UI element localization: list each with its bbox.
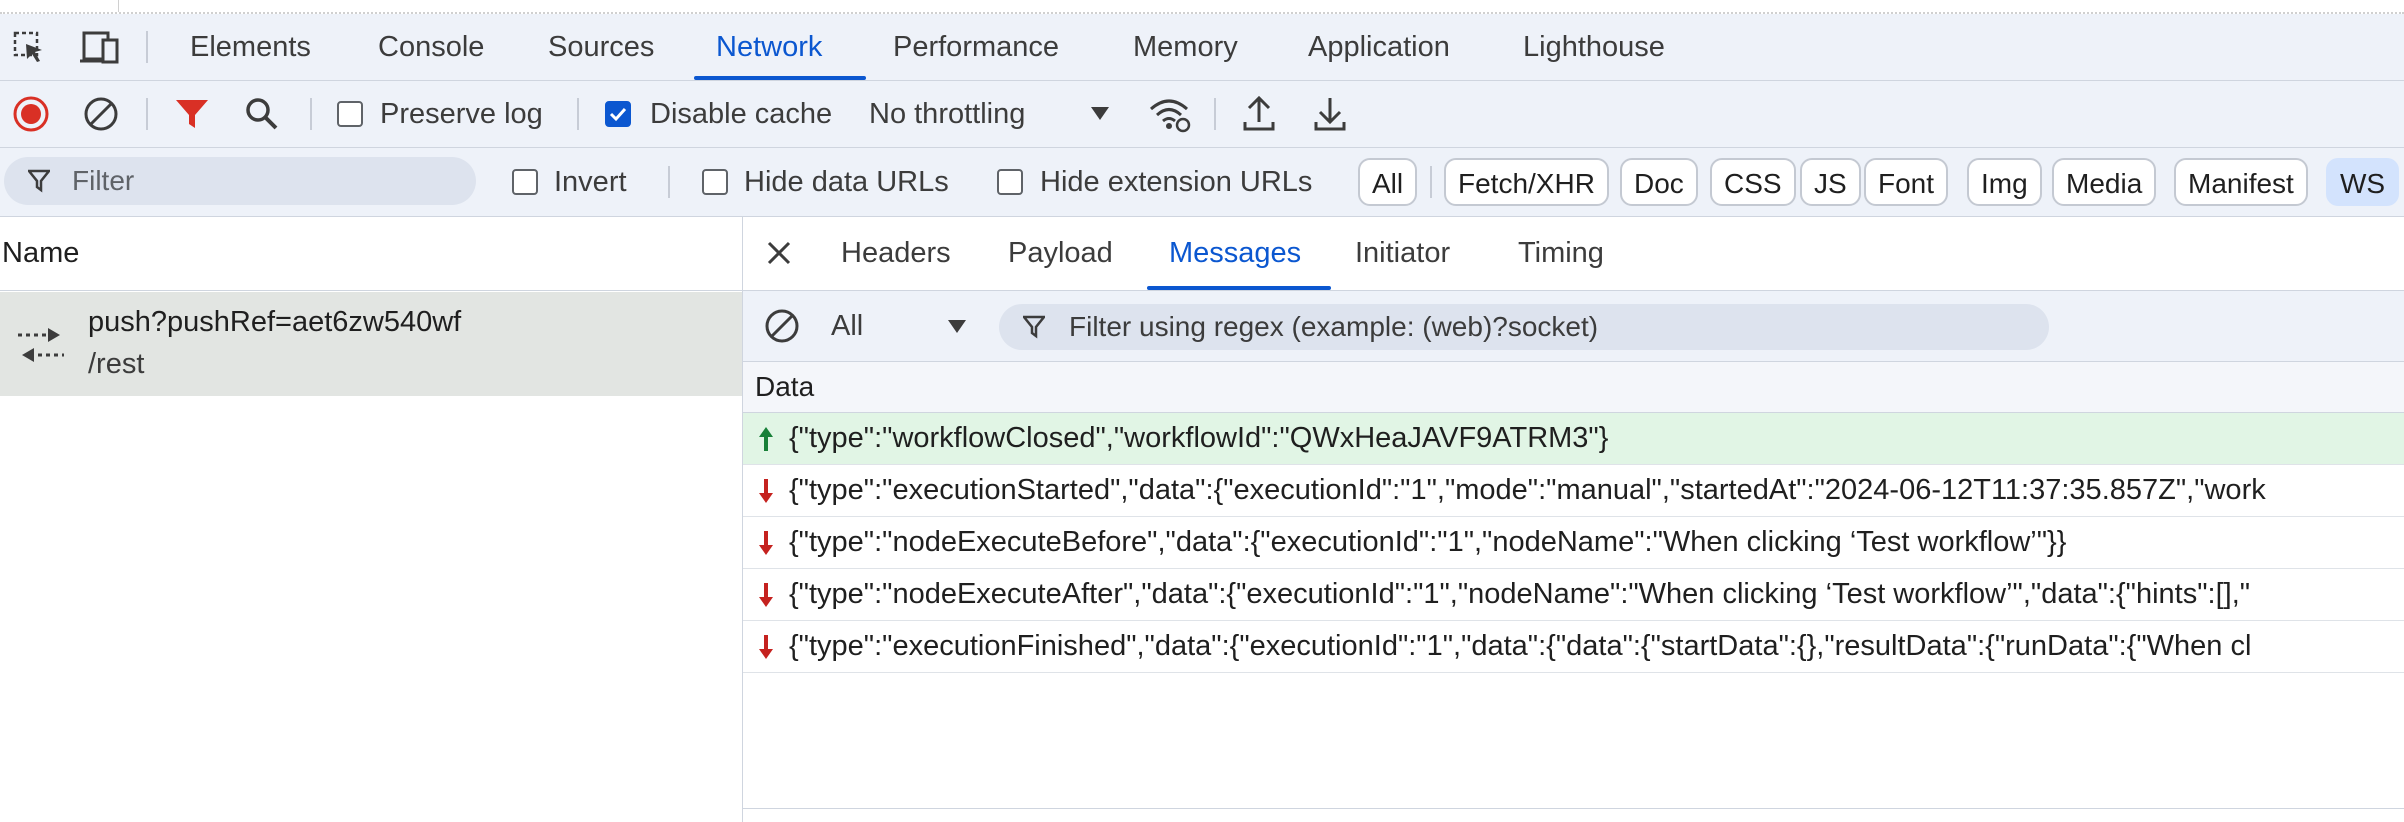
page-ruler [0, 0, 2404, 14]
message-data: {"type":"nodeExecuteAfter","data":{"exec… [789, 578, 2251, 610]
panel-divider[interactable] [742, 217, 743, 822]
websocket-icon [14, 322, 68, 368]
hide-data-urls-label: Hide data URLs [744, 166, 949, 198]
name-header-label: Name [2, 237, 80, 269]
inspect-element-icon[interactable] [12, 30, 48, 66]
disable-cache-checkbox[interactable] [605, 101, 631, 127]
close-icon[interactable] [765, 239, 793, 267]
data-header-label: Data [755, 371, 815, 402]
tab-bar-separator [146, 31, 148, 63]
tab-elements[interactable]: Elements [190, 31, 311, 63]
toolbar-separator [310, 98, 312, 130]
filter-placeholder: Filter [72, 165, 135, 196]
message-filter-bar: All Filter using regex (example: (web)?s… [743, 291, 2404, 362]
tab-lighthouse[interactable]: Lighthouse [1523, 31, 1665, 63]
search-icon[interactable] [244, 96, 280, 132]
type-chip-ws[interactable]: WS [2326, 158, 2400, 206]
type-chip-manifest[interactable]: Manifest [2174, 158, 2308, 206]
request-path: /rest [88, 348, 145, 380]
type-chip-img[interactable]: Img [1967, 158, 2042, 206]
device-toolbar-icon[interactable] [80, 30, 122, 66]
detail-tab-bar: Headers Payload Messages Initiator Timin… [743, 217, 2404, 291]
tab-payload[interactable]: Payload [1008, 237, 1113, 269]
sent-arrow-icon [757, 426, 775, 452]
tab-application[interactable]: Application [1308, 31, 1450, 63]
received-arrow-icon [757, 634, 775, 660]
request-row[interactable]: push?pushRef=aet6zw540wf /rest [0, 292, 742, 396]
message-regex-filter-input[interactable]: Filter using regex (example: (web)?socke… [999, 304, 2049, 350]
tab-performance[interactable]: Performance [893, 31, 1060, 63]
type-chip-media[interactable]: Media [2052, 158, 2157, 206]
filter-input[interactable]: Filter [4, 157, 476, 205]
tab-initiator[interactable]: Initiator [1355, 237, 1451, 269]
stop-recording-icon[interactable] [12, 95, 50, 133]
import-har-icon[interactable] [1241, 94, 1277, 134]
clear-messages-icon[interactable] [763, 307, 801, 345]
message-data: {"type":"executionFinished","data":{"exe… [789, 630, 2252, 662]
message-row[interactable]: {"type":"workflowClosed","workflowId":"Q… [743, 413, 2404, 465]
tab-console[interactable]: Console [378, 31, 485, 63]
received-arrow-icon [757, 530, 775, 556]
message-type-select[interactable]: All [831, 310, 864, 342]
network-conditions-icon[interactable] [1147, 95, 1191, 133]
preserve-log-label: Preserve log [380, 98, 543, 130]
disable-cache-label: Disable cache [650, 98, 833, 130]
tab-messages[interactable]: Messages [1169, 237, 1302, 269]
request-name: push?pushRef=aet6zw540wf [88, 306, 462, 338]
message-data: {"type":"executionStarted","data":{"exec… [789, 474, 2266, 506]
chevron-down-icon[interactable] [947, 319, 967, 335]
received-arrow-icon [757, 582, 775, 608]
data-column-header[interactable]: Data [743, 362, 2404, 413]
toolbar-separator [146, 98, 148, 130]
tab-headers[interactable]: Headers [841, 237, 951, 269]
name-column-header[interactable]: Name [0, 217, 742, 291]
type-chip-fetch-xhr[interactable]: Fetch/XHR [1444, 158, 1609, 206]
active-detail-tab-indicator [1147, 286, 1331, 290]
type-chip-font[interactable]: Font [1864, 158, 1949, 206]
throttling-select[interactable]: No throttling [869, 98, 1026, 130]
filter-row: Filter Invert Hide data URLs Hide extens… [0, 148, 2404, 217]
tab-network[interactable]: Network [716, 31, 823, 63]
chevron-down-icon[interactable] [1090, 106, 1110, 122]
invert-label: Invert [554, 166, 627, 198]
preserve-log-checkbox[interactable] [337, 101, 363, 127]
tab-sources[interactable]: Sources [548, 31, 655, 63]
received-arrow-icon [757, 478, 775, 504]
hide-extension-urls-label: Hide extension URLs [1040, 166, 1313, 198]
filter-funnel-icon[interactable] [174, 97, 210, 131]
hide-data-urls-checkbox[interactable] [702, 169, 728, 195]
tab-timing[interactable]: Timing [1518, 237, 1604, 269]
filter-separator [668, 166, 670, 198]
filter-funnel-icon [1023, 315, 1045, 339]
toolbar-separator [1214, 98, 1216, 130]
message-row[interactable]: {"type":"executionFinished","data":{"exe… [743, 621, 2404, 673]
message-row[interactable]: {"type":"executionStarted","data":{"exec… [743, 465, 2404, 517]
toolbar-separator [577, 98, 579, 130]
network-toolbar: Preserve log Disable cache No throttling [0, 81, 2404, 148]
export-har-icon[interactable] [1312, 94, 1348, 134]
message-data: {"type":"nodeExecuteBefore","data":{"exe… [789, 526, 2067, 558]
message-data: {"type":"workflowClosed","workflowId":"Q… [789, 422, 1609, 454]
message-row[interactable]: {"type":"nodeExecuteAfter","data":{"exec… [743, 569, 2404, 621]
type-chip-css[interactable]: CSS [1710, 158, 1796, 206]
type-chip-js[interactable]: JS [1800, 158, 1861, 206]
message-area-bottom-border [743, 808, 2404, 809]
type-chip-doc[interactable]: Doc [1620, 158, 1698, 206]
active-tab-indicator [694, 76, 866, 80]
ruler-divider [118, 0, 119, 12]
chip-separator [1430, 166, 1432, 198]
filter-funnel-icon [28, 169, 50, 193]
invert-checkbox[interactable] [512, 169, 538, 195]
hide-extension-urls-checkbox[interactable] [997, 169, 1023, 195]
tab-memory[interactable]: Memory [1133, 31, 1238, 63]
regex-filter-placeholder: Filter using regex (example: (web)?socke… [1069, 311, 1599, 342]
type-chip-all[interactable]: All [1358, 158, 1418, 206]
clear-icon[interactable] [82, 95, 120, 133]
message-row[interactable]: {"type":"nodeExecuteBefore","data":{"exe… [743, 517, 2404, 569]
devtools-tab-bar: Elements Console Sources Network Perform… [0, 14, 2404, 81]
